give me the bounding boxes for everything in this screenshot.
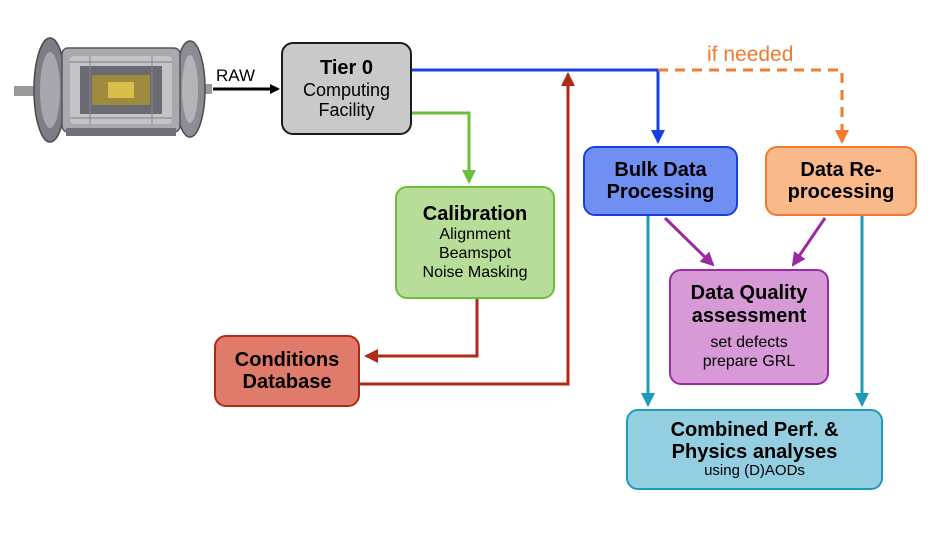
combined-physics-node[interactable]: Combined Perf. & Physics analyses using … [626,409,883,490]
combined-line2: Physics analyses [671,441,838,464]
tier0-to-calibration-arrow [411,111,476,184]
reprocessing-line2: processing [787,181,895,203]
if-needed-label: if needed [707,43,794,66]
data-reprocessing-node[interactable]: Data Re- processing [765,146,917,216]
calibration-node[interactable]: Calibration Alignment Beamspot Noise Mas… [395,186,555,299]
atlas-detector-icon [14,37,212,143]
bulk-line1: Bulk Data [614,158,707,181]
bulk-to-quality-arrow [663,216,715,267]
quality-item: set defects [710,334,788,352]
combined-line1: Combined Perf. & [670,418,839,441]
reprocessing-to-quality-arrow [791,217,827,267]
tier0-line1: Computing [302,79,391,100]
combined-line3: using (D)AODs [704,462,805,480]
conditions-to-processing-arrow [358,72,575,386]
reprocessing-line1: Data Re- [800,158,882,181]
calibration-item: Alignment [439,225,511,243]
conditions-line2: Database [242,371,332,393]
calibration-title: Calibration [422,202,528,225]
calibration-item: Noise Masking [422,264,528,282]
calibration-to-conditions-arrow [364,299,479,363]
bulk-line2: Processing [606,181,715,203]
conditions-database-node[interactable]: Conditions Database [214,335,360,407]
bulk-data-processing-node[interactable]: Bulk Data Processing [583,146,738,216]
tier0-title: Tier 0 [320,57,373,80]
conditions-line1: Conditions [234,348,340,371]
quality-item: prepare GRL [702,353,796,371]
quality-line1: Data Quality [690,282,808,305]
tier0-line2: Facility [318,99,375,120]
tier0-to-bulk-arrow [411,68,665,144]
data-quality-node[interactable]: Data Quality assessment set defects prep… [669,269,829,385]
tier0-node[interactable]: Tier 0 Computing Facility [281,42,412,135]
if-needed-arrow [658,68,849,144]
raw-label: RAW [216,66,256,85]
calibration-item: Beamspot [438,245,512,263]
quality-line2: assessment [691,304,807,327]
